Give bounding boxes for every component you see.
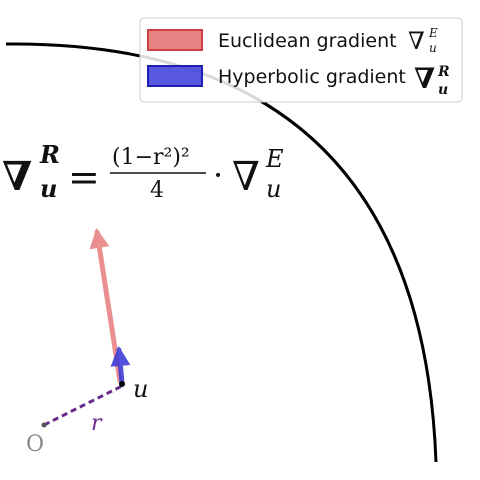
- formula-dot: ·: [213, 156, 223, 194]
- disk-boundary-arc: [5, 42, 438, 463]
- legend-sub-hyperbolic: u: [438, 82, 448, 98]
- legend-swatch-euclidean: [147, 29, 203, 51]
- legend-item-euclidean: Euclidean gradient ∇ E u: [147, 26, 438, 55]
- point-u: [119, 381, 125, 387]
- hyperbolic-gradient-arrow: [110, 346, 131, 386]
- legend: Euclidean gradient ∇ E u Hyperbolic grad…: [139, 17, 463, 103]
- point-u-label: u: [133, 375, 148, 403]
- legend-item-hyperbolic: Hyperbolic gradient ∇ R u: [147, 62, 450, 98]
- formula-lhs-nabla: ∇: [2, 153, 32, 200]
- formula-rhs-superscript: E: [265, 145, 284, 173]
- formula-denominator: 4: [150, 178, 164, 203]
- legend-label-hyperbolic: Hyperbolic gradient: [218, 66, 406, 88]
- legend-nabla-euclidean: ∇: [408, 27, 425, 55]
- legend-label-euclidean: Euclidean gradient: [218, 30, 397, 52]
- radius-label: r: [91, 411, 103, 436]
- formula-lhs-subscript: u: [40, 174, 57, 203]
- radius-line: [43, 384, 123, 427]
- origin-label: O: [26, 432, 44, 457]
- origin-point: [41, 422, 47, 428]
- legend-box: [139, 17, 463, 103]
- legend-sup-hyperbolic: R: [437, 64, 450, 80]
- euclidean-gradient-arrow: [89, 228, 123, 384]
- gradient-formula: ∇ R u = (1−r²)² 4 · ∇ E u: [2, 140, 284, 203]
- formula-rhs-subscript: u: [266, 175, 281, 203]
- legend-swatch-hyperbolic: [147, 65, 203, 87]
- formula-numerator: (1−r²)²: [112, 145, 190, 170]
- formula-equals: =: [68, 155, 100, 199]
- formula-rhs-nabla: ∇: [232, 154, 260, 200]
- legend-sup-euclidean: E: [428, 26, 438, 40]
- formula-lhs-superscript: R: [39, 140, 60, 169]
- legend-nabla-hyperbolic: ∇: [414, 62, 435, 95]
- legend-sub-euclidean: u: [429, 41, 437, 55]
